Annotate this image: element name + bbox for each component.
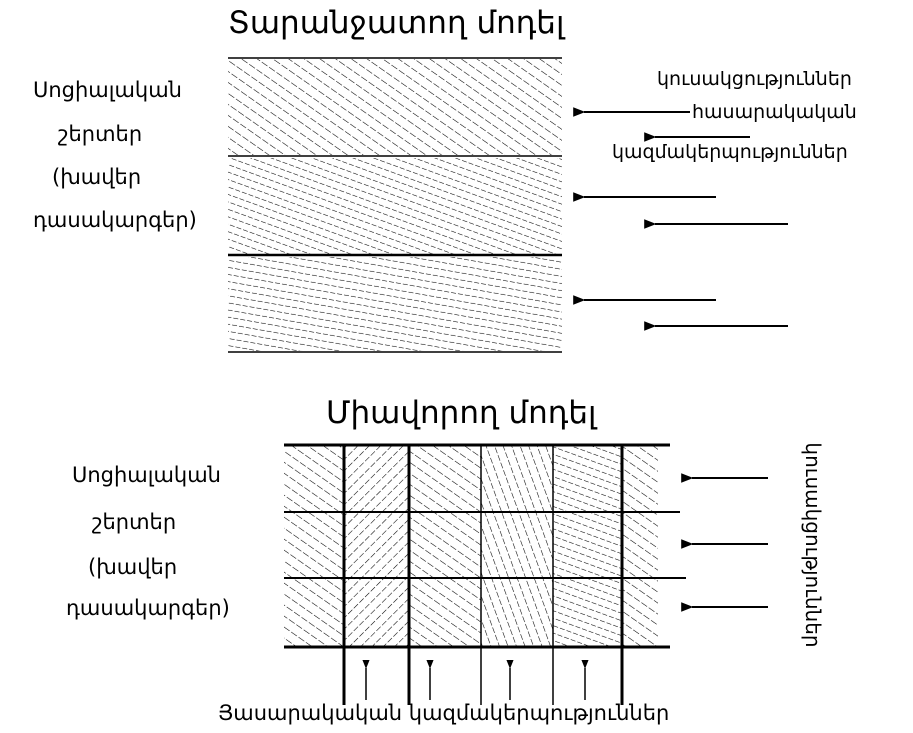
top-left-label-line: (խավեր <box>52 165 142 189</box>
top-model-layers <box>228 57 562 353</box>
top-layer-3 <box>228 257 562 351</box>
bottom-vertical-label: կուսակցություններ <box>793 430 833 660</box>
top-left-label-line: շերտեր <box>58 122 143 146</box>
top-model-title: Տարանջատող մոդել <box>228 5 565 41</box>
bottom-left-label-line: Սոցիալական <box>72 463 221 487</box>
top-right-label-line: հասարակական <box>692 101 857 123</box>
top-left-label-line: դասակարգեր) <box>33 208 197 232</box>
bottom-model-caption: Յասարակական կազմակերպություններ <box>218 701 670 725</box>
bottom-vertical-label-text: կուսակցություններ <box>801 442 825 648</box>
bottom-model-grid <box>284 443 686 705</box>
bottom-left-label-line: շերտեր <box>92 510 177 534</box>
top-right-label-line: կուսակցություններ <box>657 68 852 90</box>
bottom-arrows <box>362 473 768 700</box>
bottom-left-label-line: (խավեր <box>88 555 178 579</box>
bottom-model-title: Միավորող մոդել <box>326 395 597 431</box>
top-layer-1 <box>228 59 562 155</box>
top-layer-2 <box>228 158 562 254</box>
top-right-label-line: կազմակերպություններ <box>612 141 848 163</box>
top-left-label-line: Սոցիալական <box>33 78 182 102</box>
top-arrows <box>573 107 788 331</box>
bottom-left-label-line: դասակարգեր) <box>66 596 230 620</box>
